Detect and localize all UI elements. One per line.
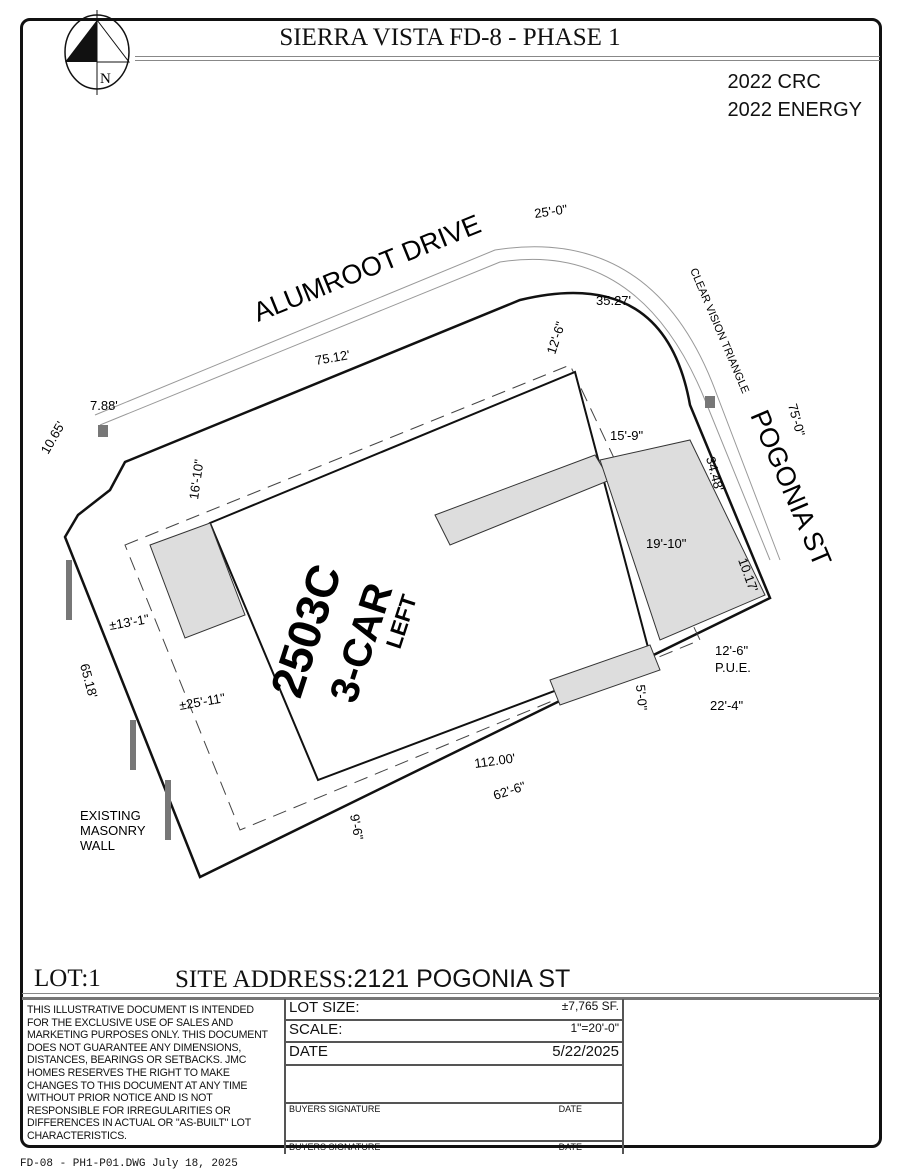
site-plan: N ALUMROOT DRIVE POGONIA ST 2503C 3-CAR … [38, 10, 837, 879]
svg-text:EXISTING: EXISTING [80, 808, 141, 823]
north-arrow-icon: N [64, 10, 131, 95]
site-address-line: SITE ADDRESS: 2121 POGONIA ST [175, 965, 570, 994]
svg-text:MASONRY: MASONRY [80, 823, 146, 838]
svg-text:WALL: WALL [80, 838, 115, 853]
dim: 35.27' [596, 293, 631, 308]
file-footer: FD-08 - PH1-P01.DWG July 18, 2025 [20, 1158, 238, 1170]
info-table: LOT SIZE: ±7,765 SF. SCALE: 1"=20'-0" DATE… [284, 999, 624, 1154]
disclaimer: THIS ILLUSTRATIVE DOCUMENT IS INTENDED F… [27, 1004, 268, 1142]
dim: ±13'-1" [108, 611, 151, 633]
dim: 25'-0" [533, 201, 568, 221]
dim: 19'-10" [646, 536, 687, 551]
dim: 16'-10" [186, 458, 207, 500]
signature-date-1[interactable]: DATE [558, 1104, 582, 1114]
divider [135, 60, 880, 61]
dim: 112.00' [473, 750, 516, 771]
signature-date-2[interactable]: DATE [558, 1142, 582, 1152]
house-footprint [208, 370, 652, 782]
dim: 7.88' [90, 398, 118, 413]
pue-label: P.U.E. [715, 660, 751, 675]
divider [135, 56, 880, 57]
lot-number: LOT:1 [34, 965, 101, 992]
dim: 62'-6" [491, 778, 527, 803]
dim: 12'-6" [544, 319, 569, 355]
lot-size: ±7,765 SF. [561, 999, 619, 1013]
drawing-frame [20, 18, 882, 1148]
dim: ±25'-11" [178, 690, 227, 713]
page-title: SIERRA VISTA FD-8 - PHASE 1 [279, 24, 621, 51]
scale-label: SCALE: [289, 1021, 343, 1038]
scale: 1"=20'-0" [570, 1021, 619, 1035]
code-energy: 2022 ENERGY [727, 99, 862, 121]
date: 5/22/2025 [552, 1043, 619, 1060]
dim: 15'-9" [610, 428, 644, 443]
dim: 10.65' [38, 419, 68, 457]
dim: 5'-0" [633, 684, 650, 711]
street-pogonia: POGONIA ST [744, 406, 837, 571]
buyer-signature-1[interactable]: BUYERS SIGNATURE [289, 1104, 381, 1114]
dim: 22'-4" [710, 698, 744, 713]
date-label: DATE [289, 1043, 328, 1060]
dim: 75.12' [314, 347, 351, 368]
code-list: 2022 CRC 2022 ENERGY [727, 68, 862, 124]
buyer-signature-2[interactable]: BUYERS SIGNATURE [289, 1142, 381, 1152]
lot-size-label: LOT SIZE: [289, 999, 360, 1016]
site-address: 2121 POGONIA ST [353, 965, 571, 993]
clear-vision-label: CLEAR VISION TRIANGLE [687, 266, 751, 395]
divider [22, 993, 880, 994]
north-label: N [100, 71, 111, 87]
dim: 12'-6" [715, 643, 749, 658]
lot-boundary [63, 291, 772, 879]
dim: 75'-0" [785, 402, 808, 438]
dim: 65.18' [77, 662, 101, 700]
site-address-label: SITE ADDRESS: [175, 966, 354, 993]
dim: 9'-6" [347, 813, 366, 841]
code-crc: 2022 CRC [727, 71, 821, 93]
divider [22, 997, 880, 1000]
